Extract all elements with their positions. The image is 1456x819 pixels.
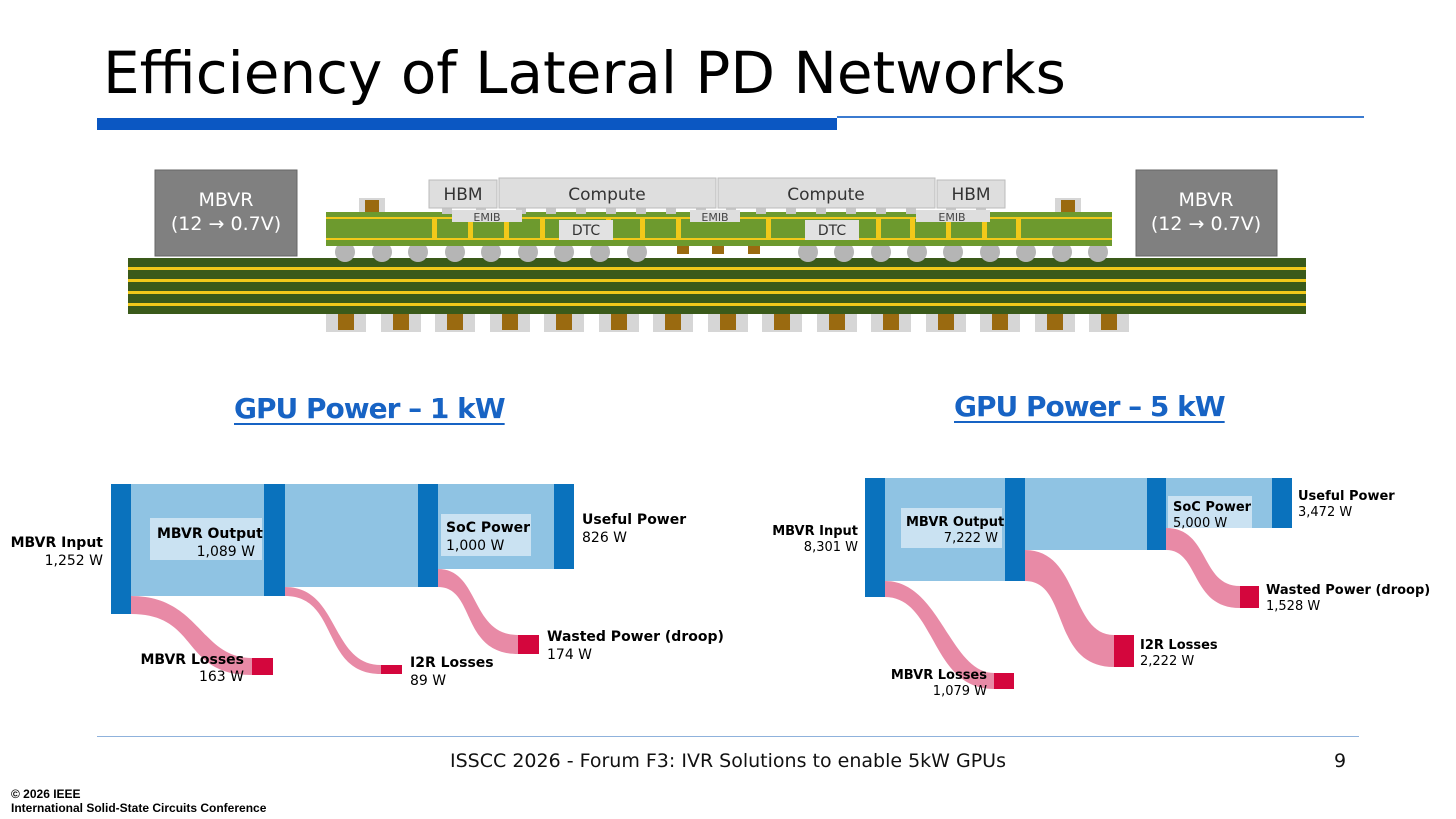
emib-bridge (916, 210, 990, 222)
emib-label: EMIB (701, 211, 728, 224)
node-mbvr-output (264, 484, 285, 596)
label-wasted-power: Wasted Power (droop) (1266, 583, 1430, 598)
value-mbvr-losses: 163 W (199, 669, 244, 685)
flow-i2r-losses (285, 587, 381, 674)
mbvr-right-box (1135, 169, 1278, 257)
heading-5kw: GPU Power – 5 kW (954, 390, 1226, 423)
hbm-left-label: HBM (443, 185, 482, 205)
node-mbvr-input (865, 478, 885, 597)
page-number: 9 (1334, 750, 1347, 772)
mbvr-right-ratio: (12 → 0.7V) (1151, 213, 1261, 235)
value-mbvr-input: 1,252 W (45, 553, 104, 569)
node-mbvr-input (111, 484, 131, 614)
slide-title: Efficiency of Lateral PD Networks (103, 39, 1066, 107)
mbvr-left-label: MBVR (198, 189, 253, 211)
value-mbvr-losses: 1,079 W (933, 684, 987, 699)
label-useful-power: Useful Power (582, 512, 686, 528)
sankey-1kw: MBVR Input 1,252 W MBVR Output 1,089 W S… (11, 484, 724, 689)
package-cross-section: MBVR (12 → 0.7V) MBVR (12 → 0.7V) HBM Co… (128, 169, 1306, 332)
value-mbvr-input: 8,301 W (804, 540, 858, 555)
value-mbvr-output: 1,089 W (197, 544, 256, 560)
node-soc-power (418, 484, 438, 587)
dtc-left-label: DTC (572, 223, 601, 239)
flow-wasted-droop (1166, 528, 1240, 608)
flow-wasted-droop (438, 569, 518, 654)
label-mbvr-input: MBVR Input (772, 524, 858, 539)
label-i2r-losses: I2R Losses (1140, 638, 1218, 653)
flow-mbvr-losses (131, 596, 252, 675)
value-soc-power: 1,000 W (446, 538, 505, 554)
compute-left-label: Compute (568, 185, 646, 205)
flow-mbvr-losses (885, 581, 994, 689)
emib-bridge (452, 210, 522, 222)
node-mbvr-losses (252, 658, 273, 675)
label-mbvr-losses: MBVR Losses (140, 652, 244, 668)
flow-soc-feed (285, 484, 418, 587)
compute-right-die (717, 177, 936, 209)
label-mbvr-output: MBVR Output (906, 515, 1004, 530)
c4-bumps (335, 242, 1108, 262)
compute-left-die (498, 177, 717, 209)
flow-soc-feed (1025, 478, 1147, 550)
node-useful-power (554, 484, 574, 569)
label-mbvr-input: MBVR Input (11, 535, 104, 551)
node-soc-power (1147, 478, 1166, 550)
value-mbvr-output: 7,222 W (944, 531, 998, 546)
hbm-left-die (428, 179, 498, 209)
emib-label: EMIB (938, 211, 965, 224)
title-rule (837, 116, 1364, 118)
heading-1kw: GPU Power – 1 kW (234, 392, 506, 425)
label-mbvr-losses: MBVR Losses (891, 668, 987, 683)
compute-right-label: Compute (787, 185, 865, 205)
mbvr-right-label: MBVR (1178, 189, 1233, 211)
label-soc-power: SoC Power (1173, 500, 1252, 515)
hbm-right-die (936, 179, 1006, 209)
node-wasted-droop (518, 635, 539, 654)
conference-name: International Solid-State Circuits Confe… (11, 801, 267, 815)
node-i2r-losses (381, 665, 402, 674)
sankey-5kw: MBVR Input 8,301 W MBVR Output 7,222 W S… (772, 478, 1430, 699)
footer-rule (97, 736, 1359, 737)
node-useful-power (1272, 478, 1292, 528)
dtc-left-block (559, 220, 613, 240)
value-wasted-power: 1,528 W (1266, 599, 1320, 614)
dtc-right-label: DTC (818, 223, 847, 239)
label-soc-power: SoC Power (446, 520, 530, 536)
value-i2r-losses: 2,222 W (1140, 654, 1194, 669)
value-wasted-power: 174 W (547, 647, 592, 663)
value-useful-power: 826 W (582, 530, 627, 546)
node-i2r-losses (1114, 635, 1134, 667)
node-mbvr-losses (994, 673, 1014, 689)
label-useful-power: Useful Power (1298, 489, 1395, 504)
flow-i2r-losses (1025, 550, 1114, 667)
hbm-right-label: HBM (951, 185, 990, 205)
node-wasted-droop (1240, 586, 1259, 608)
emib-label: EMIB (473, 211, 500, 224)
label-i2r-losses: I2R Losses (410, 655, 494, 671)
node-mbvr-output (1005, 478, 1025, 581)
value-i2r-losses: 89 W (410, 673, 446, 689)
dtc-right-block (805, 220, 859, 240)
value-useful-power: 3,472 W (1298, 505, 1352, 520)
copyright-line: © 2026 IEEE (11, 787, 81, 801)
label-mbvr-output: MBVR Output (157, 526, 263, 542)
emib-bridge (690, 210, 740, 222)
value-soc-power: 5,000 W (1173, 516, 1227, 531)
label-wasted-power: Wasted Power (droop) (547, 629, 724, 645)
footer-conference-text: ISSCC 2026 - Forum F3: IVR Solutions to … (450, 750, 1006, 772)
mbvr-left-box (154, 169, 298, 257)
mbvr-left-ratio: (12 → 0.7V) (171, 213, 281, 235)
title-accent-bar (97, 118, 837, 130)
copyright-notice: © 2026 IEEE International Solid-State Ci… (11, 787, 266, 815)
